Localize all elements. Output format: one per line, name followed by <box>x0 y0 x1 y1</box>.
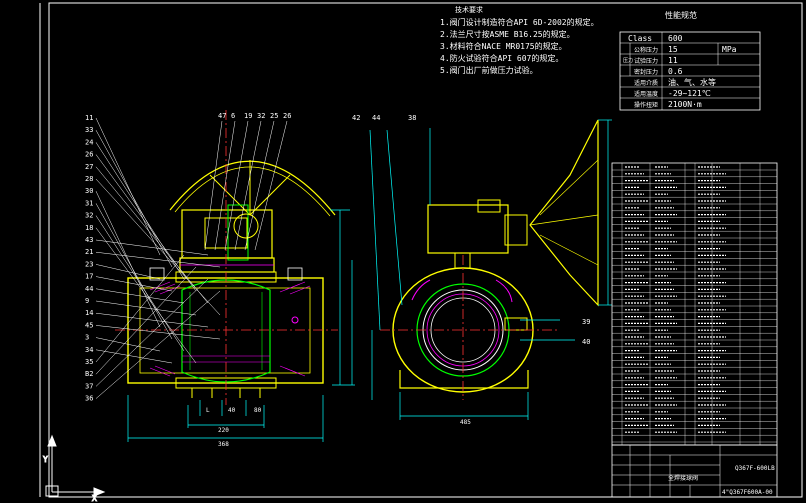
dimension-label: 80 <box>254 407 262 414</box>
callout-label: 17 <box>85 273 93 281</box>
performance-heading: 性能规范 <box>665 10 697 20</box>
side-handwheel <box>529 119 599 307</box>
title-code: 4"Q367F600A-00 <box>722 489 773 496</box>
dimension-label: 485 <box>460 419 471 426</box>
title-block: 全焊接球阀 Q367F-600LB 4"Q367F600A-00 <box>611 444 778 498</box>
performance-label: 公称压力 <box>634 46 658 54</box>
callout-label: 25 <box>270 112 278 120</box>
callout-label: 26 <box>283 112 291 120</box>
callout-label: 32 <box>257 112 265 120</box>
callout-label: 18 <box>85 224 93 232</box>
title-name: 全焊接球阀 <box>668 474 698 482</box>
callout-label: B2 <box>85 370 93 378</box>
note-item: 5.阀门出厂前做压力试验。 <box>440 65 538 75</box>
callout-label: 28 <box>85 175 93 183</box>
callout-label: 35 <box>85 358 93 366</box>
left-callouts: 11 33 24 26 27 28 30 31 32 18 43 21 23 17 44 9 14 45 3 34 35… <box>85 114 221 403</box>
performance-label: 适用介质 <box>634 79 658 87</box>
front-section-view <box>115 110 355 442</box>
front-dimension-labels: L 40 80 220 368 485 <box>206 407 471 448</box>
callout-label: 21 <box>85 248 93 256</box>
performance-value: -29~121℃ <box>668 89 711 98</box>
callout-label: 24 <box>85 138 93 146</box>
callout-label: 9 <box>85 297 89 305</box>
note-item: 4.防火试验符合API 607的规定。 <box>440 53 563 63</box>
callout-label: 39 <box>582 318 590 326</box>
callout-label: 23 <box>85 260 93 268</box>
performance-label: 操作扭矩 <box>634 101 658 109</box>
technical-notes: 技术要求 1.阀门设计制造符合API 6D-2002的规定。 2.法兰尺寸按ASM… <box>440 5 599 75</box>
performance-value: 0.6 <box>668 67 683 76</box>
callout-label: 38 <box>408 114 416 122</box>
performance-table: 性能规范 Class 600 公称压力 15 MPa 试验压力 11 密封压力 0.6 适用介质 油… <box>619 10 761 111</box>
valve-body <box>127 277 324 384</box>
performance-value: 11 <box>668 56 678 65</box>
callout-label: 19 <box>244 112 252 120</box>
note-item: 2.法兰尺寸按ASME B16.25的规定。 <box>440 29 575 39</box>
handwheel-arc <box>169 160 336 216</box>
performance-side-label: 压力 <box>623 57 633 64</box>
drawing-frame <box>48 2 803 498</box>
callout-label: 47 <box>218 112 226 120</box>
dimension-label: L <box>206 407 210 414</box>
callout-label: 43 <box>85 236 93 244</box>
callout-label: 3 <box>85 334 89 342</box>
parts-list <box>611 162 778 446</box>
callout-label: 45 <box>85 321 93 329</box>
callout-label: 11 <box>85 114 93 122</box>
performance-unit: MPa <box>722 45 737 54</box>
callout-label: 32 <box>85 212 93 220</box>
callout-label: 34 <box>85 346 93 354</box>
callout-label: 42 <box>352 114 360 122</box>
callout-label: 33 <box>85 126 93 134</box>
performance-value: 15 <box>668 45 678 54</box>
callout-label: 14 <box>85 309 93 317</box>
performance-value: 油、气、水等 <box>668 77 716 87</box>
title-drawing-no: Q367F-600LB <box>735 465 775 472</box>
callout-label: 37 <box>85 382 93 390</box>
performance-value: 2100N·m <box>668 100 702 109</box>
performance-label: 密封压力 <box>634 68 658 76</box>
ucs-icon: Y X <box>43 434 106 503</box>
svg-text:X: X <box>92 494 97 503</box>
top-callouts: 47 6 19 32 25 26 <box>204 112 291 251</box>
side-callouts: 42 44 38 39 40 <box>352 114 590 346</box>
note-item: 1.阀门设计制造符合API 6D-2002的规定。 <box>440 17 599 27</box>
svg-text:Y: Y <box>43 455 48 464</box>
callout-label: 26 <box>85 151 93 159</box>
performance-label: 试验压力 <box>634 57 658 65</box>
callout-label: 40 <box>582 338 590 346</box>
callout-label: 6 <box>231 112 235 120</box>
dimension-label: 40 <box>228 407 236 414</box>
callout-label: 31 <box>85 199 93 207</box>
actuator <box>427 204 509 254</box>
callout-label: 27 <box>85 163 93 171</box>
note-item: 3.材料符合NACE MR0175的规定。 <box>440 41 567 51</box>
gearbox <box>181 209 273 259</box>
callout-label: 44 <box>372 114 380 122</box>
dimension-label: 220 <box>218 427 229 434</box>
performance-label: Class <box>628 34 652 43</box>
callout-label: 44 <box>85 285 93 293</box>
callout-label: 36 <box>85 395 93 403</box>
notes-heading: 技术要求 <box>455 5 483 14</box>
performance-label: 适用温度 <box>634 90 658 98</box>
callout-label: 30 <box>85 187 93 195</box>
dimension-label: 368 <box>218 441 229 448</box>
performance-value: 600 <box>668 34 683 43</box>
side-view <box>369 119 612 420</box>
